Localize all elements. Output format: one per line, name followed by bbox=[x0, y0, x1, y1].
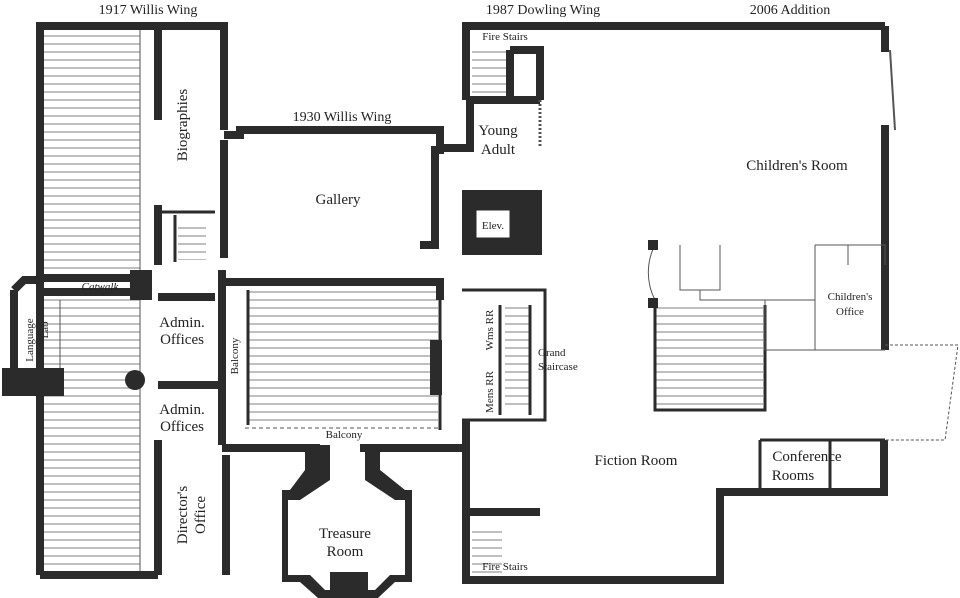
label-addition-2006: 2006 Addition bbox=[750, 3, 831, 18]
room-grand-staircase-line2: Staircase bbox=[538, 361, 578, 373]
addition-2006 bbox=[647, 26, 959, 492]
room-conference-rooms-line2: Rooms bbox=[772, 468, 815, 484]
room-grand-staircase-line1: Grand bbox=[538, 347, 566, 359]
room-treasure-room-line1: Treasure bbox=[319, 526, 371, 542]
willis-1917-wing bbox=[2, 22, 230, 579]
room-language-lab-line2: Lab bbox=[39, 321, 51, 339]
room-childrens-room: Children's Room bbox=[746, 158, 848, 174]
room-directors-office-line2: Office bbox=[193, 496, 209, 534]
room-young-adult-line2: Adult bbox=[481, 142, 516, 158]
room-fire-stairs-bottom: Fire Stairs bbox=[482, 561, 528, 573]
room-admin-offices-2-line1: Admin. bbox=[159, 402, 204, 418]
label-dowling-1987: 1987 Dowling Wing bbox=[486, 3, 600, 18]
room-admin-offices-2-line2: Offices bbox=[160, 419, 204, 435]
main-hall-hatched bbox=[248, 290, 438, 425]
room-admin-offices-1-line2: Offices bbox=[160, 332, 204, 348]
room-fiction-room: Fiction Room bbox=[595, 453, 678, 469]
room-conference-rooms-line1: Conference bbox=[772, 449, 841, 465]
stacks-north bbox=[40, 30, 140, 274]
room-balcony-bottom: Balcony bbox=[326, 429, 363, 441]
room-admin-offices-1-line1: Admin. bbox=[159, 315, 204, 331]
label-willis-1930: 1930 Willis Wing bbox=[293, 110, 392, 125]
stacks-south bbox=[40, 296, 140, 576]
room-catwalk: Catwalk bbox=[82, 281, 120, 293]
room-balcony-side: Balcony bbox=[229, 337, 241, 374]
room-childrens-office-line1: Children's bbox=[828, 291, 873, 303]
room-elevator: Elev. bbox=[482, 220, 504, 232]
childrens-stair-hatched bbox=[655, 305, 763, 410]
room-childrens-office-line2: Office bbox=[836, 306, 864, 318]
treasure-room-walls bbox=[282, 445, 412, 598]
willis-1930-wing bbox=[222, 126, 470, 598]
room-mens-restroom: Mens RR bbox=[484, 370, 496, 413]
room-gallery: Gallery bbox=[316, 192, 361, 208]
room-womens-restroom: Wms RR bbox=[484, 309, 496, 350]
room-treasure-room-line2: Room bbox=[327, 544, 364, 560]
room-fire-stairs-top: Fire Stairs bbox=[482, 31, 528, 43]
label-willis-1917: 1917 Willis Wing bbox=[99, 3, 198, 18]
room-directors-office-line1: Director's bbox=[175, 486, 191, 545]
language-lab-wall bbox=[2, 368, 64, 396]
room-language-lab-line1: Language bbox=[24, 318, 36, 361]
room-biographies: Biographies bbox=[175, 89, 191, 162]
dowling-1987-wing bbox=[440, 22, 888, 584]
room-young-adult-line1: Young bbox=[478, 123, 518, 139]
